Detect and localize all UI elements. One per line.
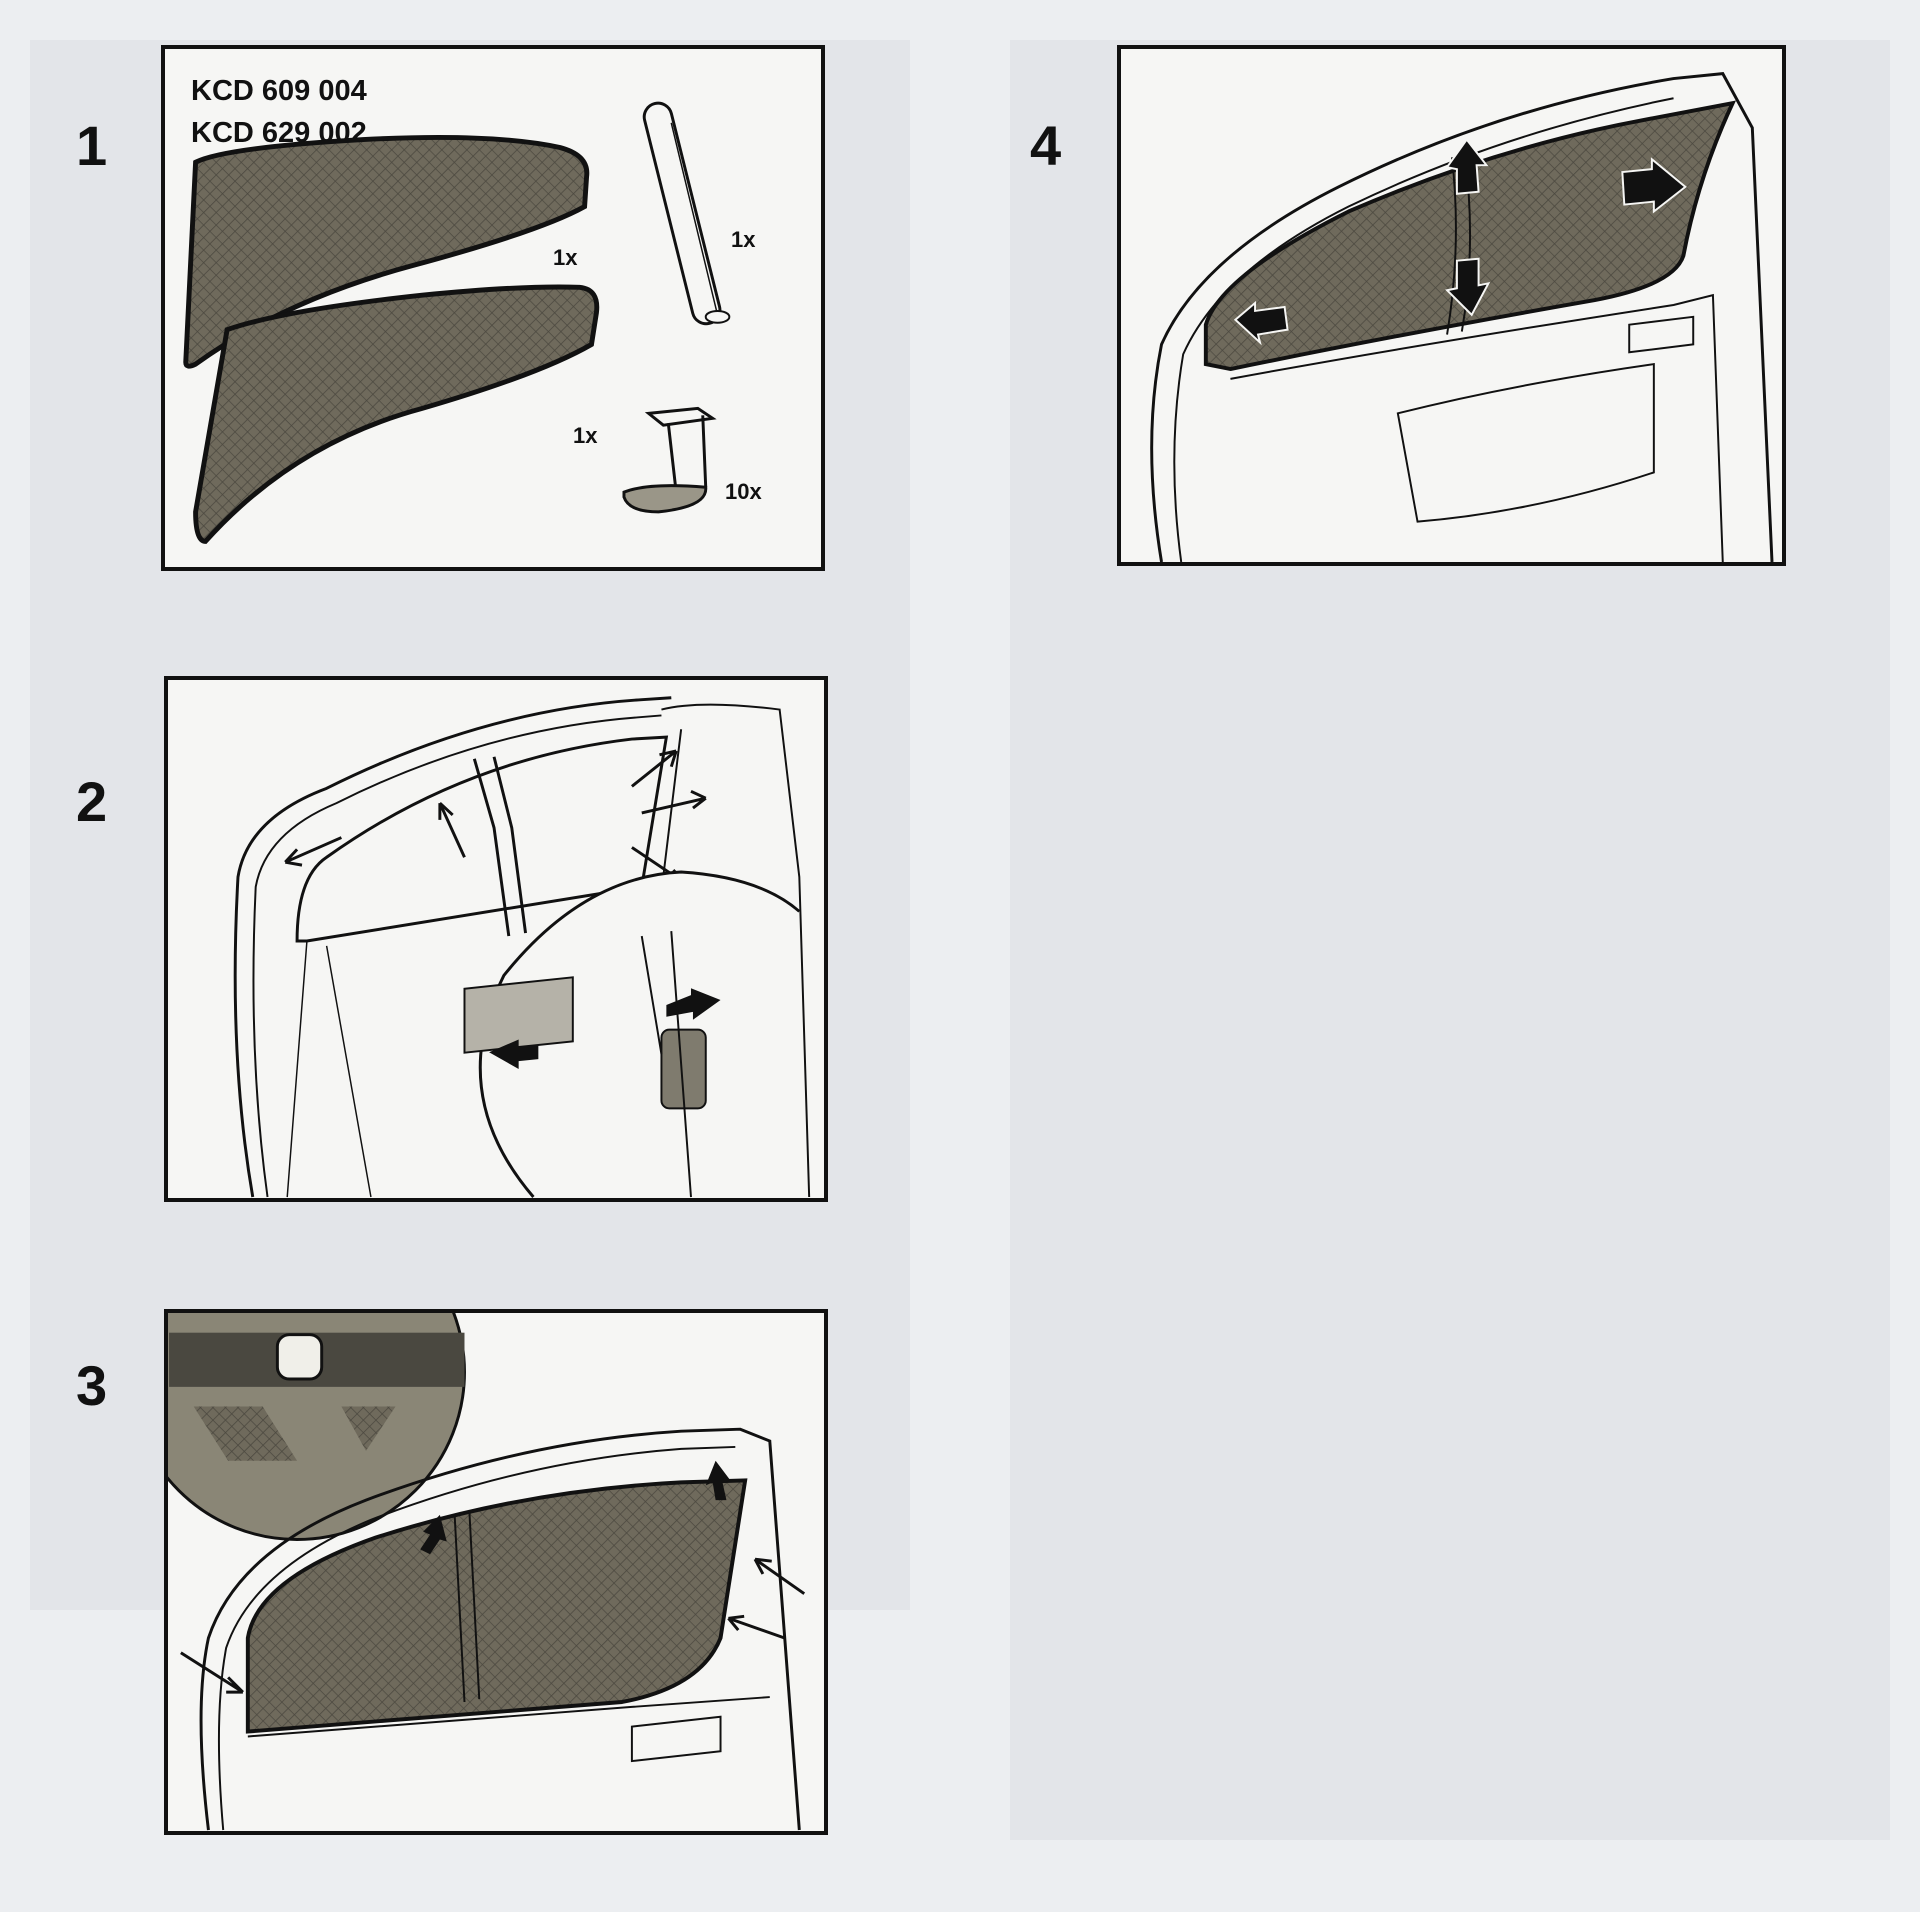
mounting-tool-drawing xyxy=(642,101,731,326)
panel-step-3-shade-placement xyxy=(164,1309,828,1835)
parts-illustration xyxy=(183,101,731,544)
shade-adjustment-illustration xyxy=(1150,72,1774,562)
door-frame-clips-illustration xyxy=(233,696,811,1198)
panel-step-4-adjust-shade xyxy=(1117,45,1786,566)
lower-shade-panel xyxy=(193,284,600,544)
panel-step-2-clip-positions xyxy=(164,676,828,1202)
shade-insertion-illustration xyxy=(168,1313,806,1831)
step-number-2: 2 xyxy=(76,770,108,833)
product-code-1: KCD 609 004 xyxy=(191,75,367,107)
installed-shade-panel xyxy=(245,1478,748,1734)
step-number-3: 3 xyxy=(76,1354,108,1417)
quantity-clips: 10x xyxy=(725,479,762,504)
quantity-tool: 1x xyxy=(731,227,756,252)
quantity-upper-shade: 1x xyxy=(553,245,578,270)
step-number-1: 1 xyxy=(76,114,108,177)
quantity-lower-shade: 1x xyxy=(573,423,598,448)
panel-step-1-contents: KCD 609 004 KCD 629 002 1x 1x 1x 10x xyxy=(161,45,825,571)
step-number-4: 4 xyxy=(1030,114,1062,177)
clip-drawing xyxy=(622,406,717,514)
